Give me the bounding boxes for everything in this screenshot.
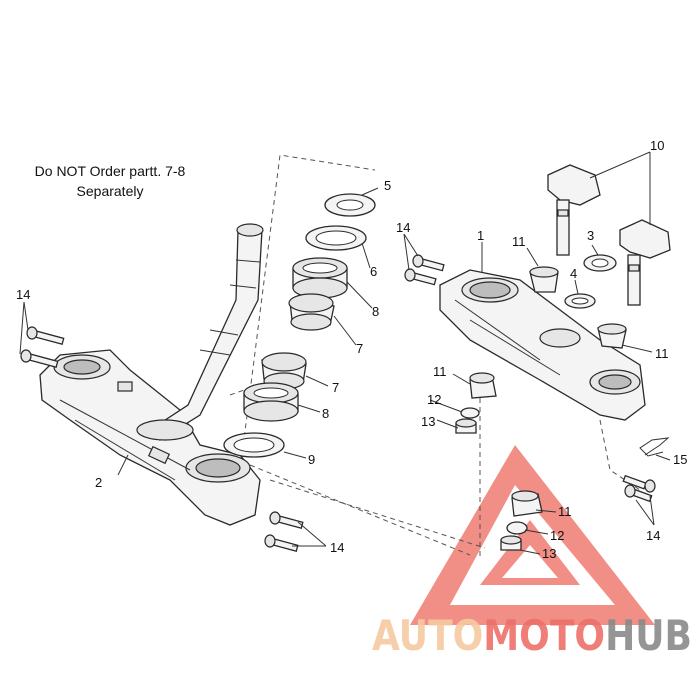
race-lower-part-7 (261, 352, 307, 390)
washer-part-12-b (506, 521, 528, 535)
callout-5: 5 (384, 178, 391, 193)
bolt-part-14-c (412, 254, 445, 272)
bushing-part-11-a (529, 266, 559, 293)
bushing-part-11-d (511, 490, 543, 517)
bolt-part-14-g (622, 474, 656, 493)
washer-part-3 (583, 254, 617, 272)
watermark-moto: MOTO (483, 611, 605, 660)
ring-nut-part-5 (324, 193, 376, 217)
callout-labels: 5 6 8 7 7 8 9 1 2 3 4 10 11 11 11 11 12 … (16, 138, 687, 561)
seal-part-9 (223, 432, 285, 458)
callout-11-a: 11 (512, 234, 526, 249)
spacer-part-13-a (455, 418, 477, 434)
callout-14-top: 14 (396, 220, 410, 235)
bolt-part-14-b (20, 349, 59, 368)
clip-part-15 (639, 437, 670, 457)
leader-lines (19, 151, 671, 555)
watermark-triangle-core-cut (502, 545, 558, 578)
callout-8-lower: 8 (322, 406, 329, 421)
bolt-part-14-a (26, 326, 65, 345)
steering-stem (136, 223, 264, 441)
callout-1: 1 (477, 228, 484, 243)
callout-12-a: 12 (427, 392, 441, 407)
callout-13-a: 13 (421, 414, 435, 429)
watermark-text: AUTOMOTOHUB (372, 611, 692, 660)
callout-11-c: 11 (433, 364, 447, 379)
bushing-part-11-b (597, 323, 627, 349)
watermark-logo (410, 445, 655, 625)
order-note: Do NOT Order partt. 7-8 Separately (35, 163, 186, 199)
callout-9: 9 (308, 452, 315, 467)
watermark-hub: HUB (605, 611, 692, 660)
svg-text:AUTOMOTOHUB: AUTOMOTOHUB (372, 611, 692, 660)
washer-part-12-a (460, 407, 480, 419)
handlebar-riser-left-part-10 (547, 164, 601, 256)
callout-13-b: 13 (542, 546, 556, 561)
callout-11-d: 11 (558, 504, 572, 519)
note-line-2: Separately (77, 183, 144, 199)
callout-14-left: 14 (16, 287, 30, 302)
race-upper-part-7 (288, 293, 335, 331)
callout-14-bottom: 14 (330, 540, 344, 555)
callout-6: 6 (370, 264, 377, 279)
dust-seal-part-6 (305, 225, 367, 251)
callout-2: 2 (95, 475, 102, 490)
watermark-auto: AUTO (372, 611, 483, 660)
callout-11-b: 11 (655, 346, 669, 361)
callout-15: 15 (673, 452, 687, 467)
callout-14-right: 14 (646, 528, 660, 543)
callout-4: 4 (570, 266, 577, 281)
upper-triple-clamp (439, 269, 646, 421)
note-line-1: Do NOT Order partt. 7-8 (35, 163, 186, 179)
ring-part-4 (564, 293, 596, 309)
bolt-part-14-d (404, 268, 437, 286)
spacer-part-13-b (500, 535, 522, 551)
callout-10: 10 (650, 138, 664, 153)
bearing-lower-part-8 (243, 382, 299, 422)
bearing-upper-part-8 (292, 257, 348, 299)
bolt-part-14-e (269, 511, 304, 529)
bolt-part-14-f (264, 534, 299, 552)
callout-12-b: 12 (550, 528, 564, 543)
handlebar-riser-right-part-10 (619, 219, 671, 306)
callout-7-lower: 7 (332, 380, 339, 395)
bushing-part-11-c (469, 372, 497, 399)
bolt-part-14-h (624, 484, 653, 503)
callout-3: 3 (587, 228, 594, 243)
callout-7-upper: 7 (356, 341, 363, 356)
callout-8-upper: 8 (372, 304, 379, 319)
